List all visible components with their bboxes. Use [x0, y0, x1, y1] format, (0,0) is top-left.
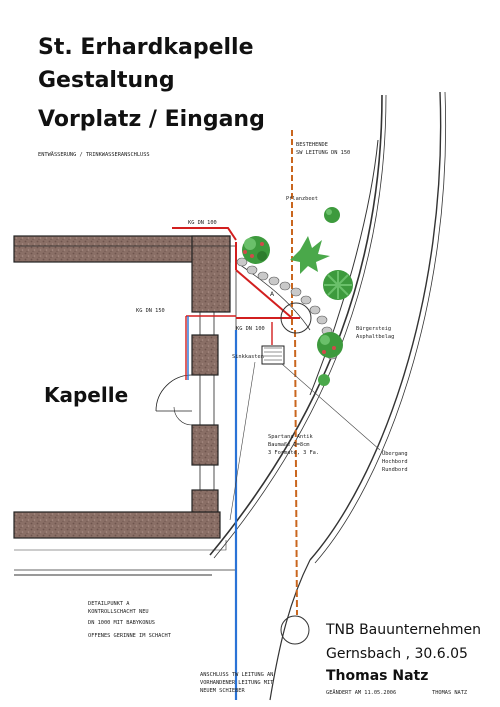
label-kapelle: Kapelle	[44, 383, 128, 407]
label-detail-2: KONTROLLSCHACHT NEU	[88, 609, 149, 615]
road-edge-inner	[209, 94, 383, 556]
changed-date: GEÄNDERT AM 11.05.2006	[326, 689, 396, 696]
label-buergersteig-1: Bürgersteig	[356, 326, 391, 332]
subtitle: ENTWÄSSERUNG / TRINKWASSERANSCHLUSS	[38, 151, 150, 158]
label-kg-dn100-top: KG DN 100	[188, 220, 217, 226]
manhole-a	[280, 302, 312, 334]
bed-boundary	[309, 139, 379, 396]
bed-path	[235, 261, 311, 331]
changed-author: THOMAS NATZ	[432, 690, 468, 696]
label-pflanzbeet: Pflanzbeet	[286, 196, 318, 202]
point-a-label: A	[270, 291, 275, 298]
sw-pipe-existing-lower	[294, 329, 298, 616]
label-uebergang-3: Rundbord	[382, 467, 408, 473]
label-bestehende-2: SW LEITUNG DN 150	[296, 150, 350, 156]
road-edge-inner-2	[213, 94, 387, 559]
label-bestehende-1: BESTEHENDE	[296, 142, 328, 148]
label-spartana-3: 3 Formate, 3 Fa.	[268, 450, 319, 456]
label-uebergang-1: Übergang	[382, 450, 408, 457]
label-kg-dn150: KG DN 150	[136, 308, 165, 314]
label-uebergang-2: Hochbord	[382, 459, 408, 465]
label-anschluss-2: VORHANDENER LEITUNG MIT	[200, 680, 274, 686]
road-edge-outer-2	[314, 91, 447, 564]
label-spartana-1: Spartana Antik	[268, 434, 313, 440]
label-detail-4: OFFENES GERINNE IM SCHACHT	[88, 633, 172, 639]
label-anschluss-3: NEUEM SCHIEBER	[200, 688, 245, 694]
label-sinkkasten: Sinkkasten	[232, 354, 264, 360]
road-edge-outer	[309, 91, 442, 561]
title-line-2: Gestaltung	[38, 68, 175, 93]
company-author: Thomas Natz	[326, 668, 428, 684]
title-line-1: St. Erhardkapelle	[38, 35, 254, 60]
tw-pipe-blue	[187, 316, 238, 700]
title-line-3: Vorplatz / Eingang	[38, 107, 265, 132]
kg-pipes-red	[172, 227, 300, 380]
label-buergersteig-2: Asphaltbelag	[356, 334, 394, 340]
label-detail-3: DN 1000 MIT BABYKONUS	[88, 620, 155, 626]
label-spartana-2: Baumaße D=8cm	[268, 442, 309, 448]
company-name: TNB Bauunternehmen	[325, 622, 481, 638]
plants	[242, 207, 353, 386]
company-place-date: Gernsbach , 30.6.05	[326, 646, 468, 662]
road-edge-lower	[269, 559, 311, 701]
manhole-lower	[280, 615, 310, 645]
label-anschluss-1: ANSCHLUSS TW LEITUNG AN	[200, 672, 273, 678]
label-detail-1: DETAILPUNKT A	[88, 601, 130, 607]
sinkkasten-symbol	[261, 345, 285, 365]
label-kg-dn100-mid: KG DN 100	[236, 326, 265, 332]
chapel-walls	[13, 235, 231, 539]
